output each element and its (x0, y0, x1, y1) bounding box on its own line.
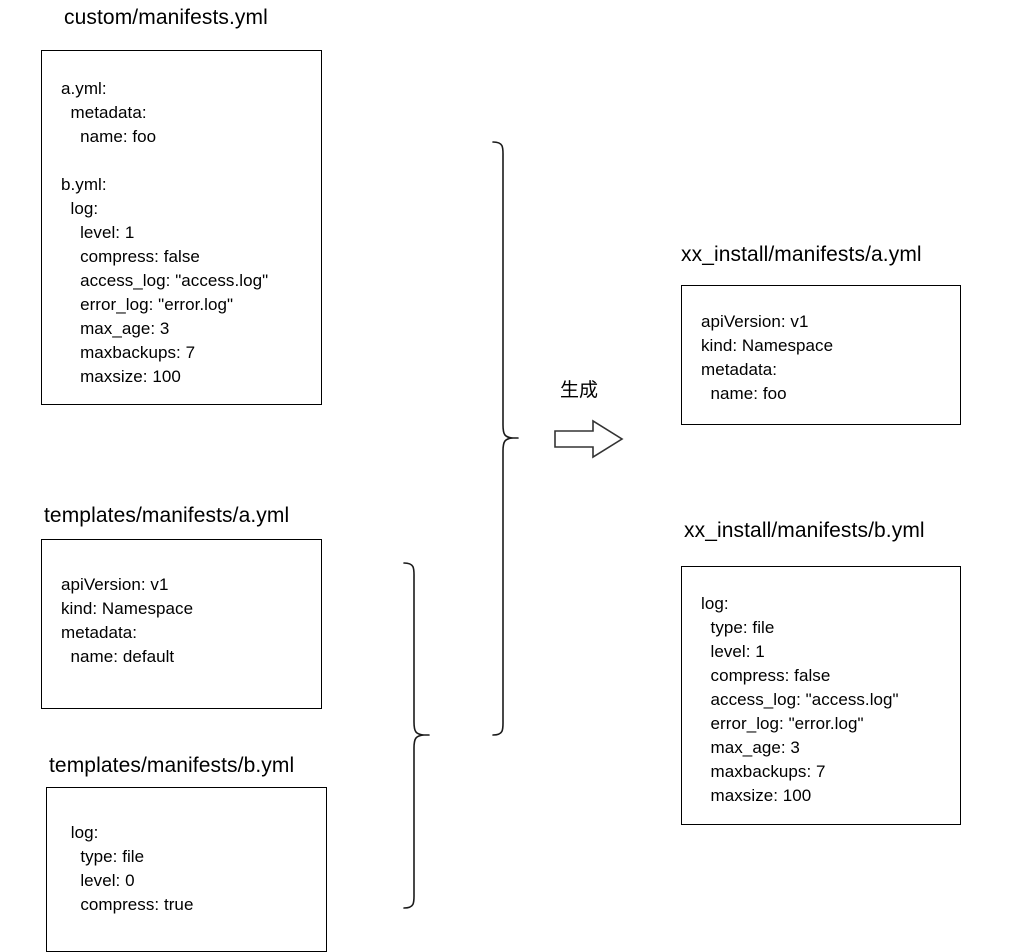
code-install-b: log: type: file level: 1 compress: false… (701, 594, 899, 805)
title-templates-b: templates/manifests/b.yml (49, 754, 295, 777)
title-custom-manifests: custom/manifests.yml (64, 6, 268, 29)
all-inputs-group-brace (492, 141, 519, 736)
box-custom-manifests: a.yml: metadata: name: foo b.yml: log: l… (41, 50, 322, 405)
title-templates-a: templates/manifests/a.yml (44, 504, 290, 527)
box-install-b: log: type: file level: 1 compress: false… (681, 566, 961, 825)
box-install-a: apiVersion: v1 kind: Namespace metadata:… (681, 285, 961, 425)
code-templates-b: log: type: file level: 0 compress: true (70, 823, 194, 914)
templates-group-brace (403, 562, 430, 909)
code-install-a: apiVersion: v1 kind: Namespace metadata:… (701, 312, 834, 403)
code-custom-manifests: a.yml: metadata: name: foo b.yml: log: l… (61, 79, 269, 386)
box-templates-a: apiVersion: v1 kind: Namespace metadata:… (41, 539, 322, 709)
title-install-b: xx_install/manifests/b.yml (684, 519, 925, 542)
title-install-a: xx_install/manifests/a.yml (681, 243, 922, 266)
box-templates-b: log: type: file level: 0 compress: true (46, 787, 327, 952)
transform-label: 生成 (560, 380, 599, 401)
code-templates-a: apiVersion: v1 kind: Namespace metadata:… (61, 575, 194, 666)
hollow-right-arrow-icon (554, 419, 624, 459)
